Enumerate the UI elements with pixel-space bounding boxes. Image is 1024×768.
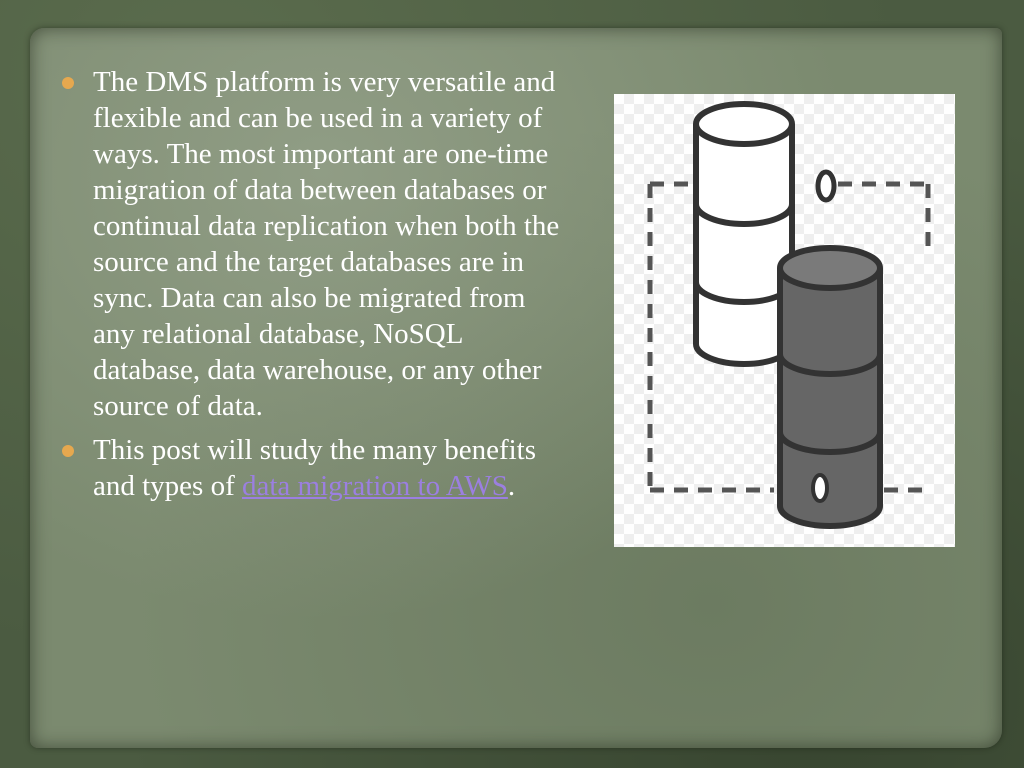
database-migration-image <box>614 94 955 547</box>
bullet-icon <box>62 77 74 89</box>
data-migration-link[interactable]: data migration to AWS <box>242 470 508 502</box>
bullet-item-post-study: This post will study the many benefits a… <box>62 432 562 504</box>
dashed-frame <box>647 181 931 493</box>
dark-database-cylinder <box>777 245 883 529</box>
ring-bottom-icon <box>811 473 829 503</box>
bullet-text: The DMS platform is very versatile and f… <box>93 66 560 422</box>
light-database-cylinder <box>693 101 795 367</box>
bullet-list: The DMS platform is very versatile and f… <box>62 64 562 512</box>
bullet-item-dms-platform: The DMS platform is very versatile and f… <box>62 64 562 424</box>
bullet-text-before-link: This post will study the many benefits a… <box>93 434 537 502</box>
bullet-text-after-link: . <box>507 470 516 502</box>
database-migration-icon <box>647 101 931 529</box>
bullet-icon <box>62 445 74 457</box>
ring-top-icon <box>815 169 837 203</box>
